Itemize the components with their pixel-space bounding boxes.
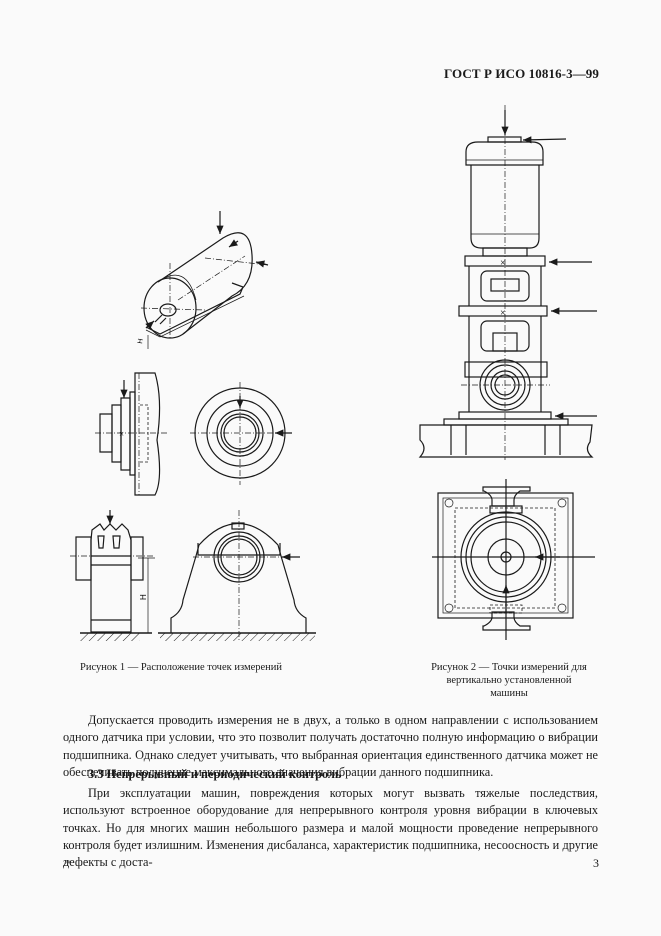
vertical-machine-elevation: × ×	[418, 105, 597, 460]
pedestal-bearing-side-view: H	[70, 510, 155, 641]
end-shield-front-view	[190, 382, 292, 485]
paragraph-single-sensor: Допускается проводить измерения не в дву…	[63, 713, 598, 779]
height-label-pedestal: H	[139, 594, 148, 600]
figure-1-drawing: H ×	[70, 211, 316, 641]
figure-2-caption: Рисунок 2 — Точки измерений для вертикал…	[415, 661, 603, 700]
end-shield-side-view: ×	[95, 372, 168, 496]
figures-drawing: H ×	[70, 105, 597, 641]
height-label-iso: H	[137, 338, 145, 344]
figure-2-caption-line-2: вертикально установленной	[446, 675, 572, 686]
measurement-point-x: ×	[500, 258, 506, 269]
section-title-3-3: 3.3 Непрерывный и периодический контроль	[88, 767, 342, 781]
figure-2-drawing: × ×	[418, 105, 597, 640]
paragraph-continuous-monitoring: При эксплуатации машин, повреждения кото…	[63, 786, 598, 870]
measurement-point-x: ×	[119, 429, 124, 439]
signature-mark: 2*	[63, 859, 71, 868]
figure-2-caption-line-3: машины	[490, 688, 528, 699]
figure-2-caption-line-1: Рисунок 2 — Точки измерений для	[431, 662, 587, 673]
pedestal-bearing-front-view	[158, 510, 316, 641]
isometric-machine-sketch: H	[137, 211, 269, 349]
vertical-machine-plan-view	[432, 479, 595, 640]
measurement-point-x: ×	[500, 308, 506, 319]
standard-code-header: ГОСТ Р ИСО 10816-3—99	[443, 66, 599, 81]
figure-1-caption: Рисунок 1 — Расположение точек измерений	[80, 662, 283, 673]
page-number: 3	[593, 856, 599, 870]
